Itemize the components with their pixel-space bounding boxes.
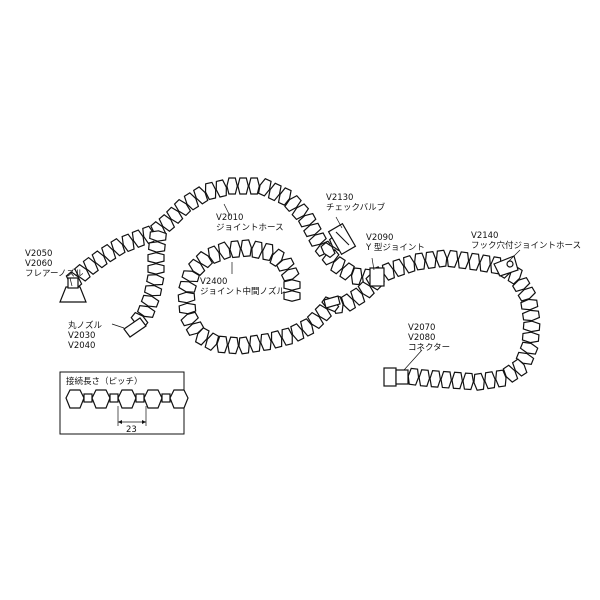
pitch-value: 23 [126, 425, 137, 435]
flare-nozzle-code-2: V2060 [25, 259, 52, 269]
label-mid-nozzle: V2400 ジョイント中間ノズル [200, 277, 286, 297]
mid-nozzle-loop-hose [177, 239, 340, 355]
y-joint-name: Y 型ジョイント [365, 243, 425, 253]
hook-hose-code: V2140 [471, 231, 498, 241]
mid-nozzle-tip [323, 295, 341, 309]
inset-hose-neck [135, 393, 145, 403]
mid-nozzle-code: V2400 [200, 277, 227, 287]
joint-hose-name: ジョイントホース [216, 223, 284, 233]
round-nozzle-hose [130, 230, 167, 329]
connector-code-1: V2070 [408, 323, 435, 333]
round-nozzle-name: 丸ノズル [68, 320, 103, 331]
inset-hose-bead [65, 389, 85, 409]
label-round-nozzle: 丸ノズル V2030 V2040 [68, 320, 103, 351]
inset-hose-bead [143, 389, 163, 409]
round-nozzle-code-1: V2030 [68, 331, 95, 341]
leader-lines [69, 203, 521, 371]
connector-code-2: V2080 [408, 333, 435, 343]
inset-hose-bead [91, 389, 111, 409]
y-joint-part [369, 267, 385, 287]
hook-hose-name: フック穴付ジョイントホース [471, 240, 581, 251]
label-hook-hose: V2140 フック穴付ジョイントホース [471, 231, 581, 251]
label-check-valve: V2130 チェックバルブ [326, 193, 386, 213]
mid-nozzle-name: ジョイント中間ノズル [200, 286, 286, 297]
label-y-joint: V2090 Y 型ジョイント [365, 233, 425, 253]
label-flare-nozzle: V2050 V2060 フレアーノズル [25, 249, 84, 279]
label-joint-hose: V2010 ジョイントホース [216, 213, 284, 233]
inset-hose-neck [161, 393, 171, 403]
hook-lug-part [493, 255, 519, 277]
round-nozzle-part [123, 317, 147, 338]
pitch-inset: 接続長さ（ピッチ） 23 [59, 371, 189, 435]
round-nozzle-code-2: V2040 [68, 341, 95, 351]
main-hose [65, 177, 541, 391]
flare-nozzle-code-1: V2050 [25, 249, 52, 259]
y-joint-code: V2090 [366, 233, 393, 243]
inset-hose-segments [65, 389, 189, 409]
label-connector: V2070 V2080 コネクター [408, 323, 450, 353]
inset-hose-bead [169, 389, 189, 409]
inset-hose-bead [117, 389, 137, 409]
flare-nozzle-name: フレアーノズル [25, 268, 84, 279]
inset-hose-neck [109, 393, 119, 403]
flare-nozzle-part [59, 277, 87, 303]
joint-hose-code: V2010 [216, 213, 243, 223]
connector-part [383, 367, 409, 387]
inset-hose-neck [83, 393, 93, 403]
check-valve-name: チェックバルブ [326, 202, 386, 213]
check-valve-part [327, 222, 357, 256]
pitch-inset-title: 接続長さ（ピッチ） [66, 376, 143, 387]
connector-name: コネクター [408, 343, 450, 353]
check-valve-code: V2130 [326, 193, 353, 203]
hose-assemblies [65, 177, 541, 391]
